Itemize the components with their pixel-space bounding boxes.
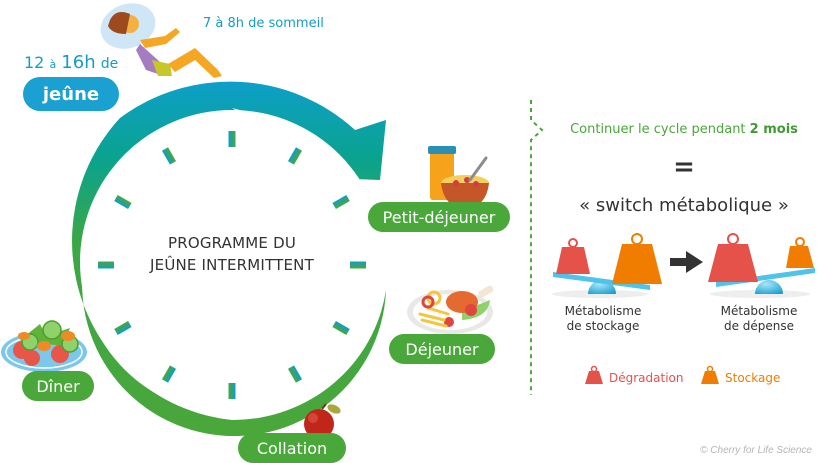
expenditure-metabolism-caption: Métabolisme de dépense	[704, 304, 814, 334]
clock-tick	[114, 320, 132, 336]
transition-arrow-icon	[670, 251, 703, 273]
meal-petit-dejeuner: Petit-déjeuner	[368, 202, 510, 232]
clock-tick	[228, 131, 236, 147]
clock-tick	[161, 365, 177, 383]
cycle-duration-text: Continuer le cycle pendant 2 mois	[548, 122, 820, 137]
legend-storage-icon	[701, 365, 719, 384]
metabolic-switch-label: « switch métabolique »	[579, 195, 789, 216]
caption-line: Métabolisme	[564, 304, 642, 318]
dotted-divider	[530, 100, 544, 395]
legend-degradation-label: Dégradation	[609, 371, 684, 385]
clock-ticks	[98, 131, 366, 399]
clock-tick	[287, 365, 303, 383]
fasting-hours-end: 16h	[61, 52, 96, 73]
meal-diner: Dîner	[22, 371, 94, 401]
caption-line: de stockage	[566, 319, 640, 333]
salad-plate-icon	[1, 320, 87, 372]
fasting-hours-start: 12	[24, 53, 45, 72]
fasting-duration-label: 12 à 16h de	[24, 52, 118, 73]
caption-line: de dépense	[723, 319, 795, 333]
fasting-de: de	[100, 56, 119, 72]
clock-tick	[332, 320, 350, 336]
apple-icon	[304, 403, 341, 439]
storage-metabolism-caption: Métabolisme de stockage	[548, 304, 658, 334]
program-title: PROGRAMME DU JEÛNE INTERMITTENT	[112, 232, 352, 276]
scale-storage-metabolism-icon	[552, 233, 662, 298]
sleeping-person-icon	[100, 3, 222, 78]
equals-sign: =	[673, 152, 695, 182]
meal-collation: Collation	[238, 433, 346, 463]
clock-tick	[98, 261, 114, 269]
clock-tick	[332, 194, 350, 210]
program-title-line2: JEÛNE INTERMITTENT	[150, 256, 314, 274]
fasting-badge: jeûne	[23, 77, 119, 111]
breakfast-icon	[428, 146, 489, 208]
cycle-ring-inner	[80, 110, 384, 414]
caption-line: Métabolisme	[720, 304, 798, 318]
meal-dejeuner: Déjeuner	[389, 334, 495, 364]
cycle-text: Continuer le cycle pendant	[570, 122, 750, 137]
clock-tick	[228, 383, 236, 399]
copyright-notice: © Cherry for Life Science	[700, 445, 812, 456]
clock-tick	[350, 261, 366, 269]
cycle-duration-bold: 2 mois	[749, 122, 798, 137]
sleep-duration-label: 7 à 8h de sommeil	[203, 16, 324, 31]
fasting-a: à	[49, 58, 57, 71]
lunch-plate-icon	[407, 285, 494, 334]
legend-degradation-icon	[585, 365, 603, 384]
clock-tick	[161, 147, 177, 165]
program-title-line1: PROGRAMME DU	[167, 234, 297, 252]
cycle-ring	[72, 81, 386, 437]
clock-tick	[287, 147, 303, 165]
clock-tick	[114, 194, 132, 210]
scale-expenditure-metabolism-icon	[708, 233, 815, 298]
legend-storage-label: Stockage	[725, 371, 781, 385]
